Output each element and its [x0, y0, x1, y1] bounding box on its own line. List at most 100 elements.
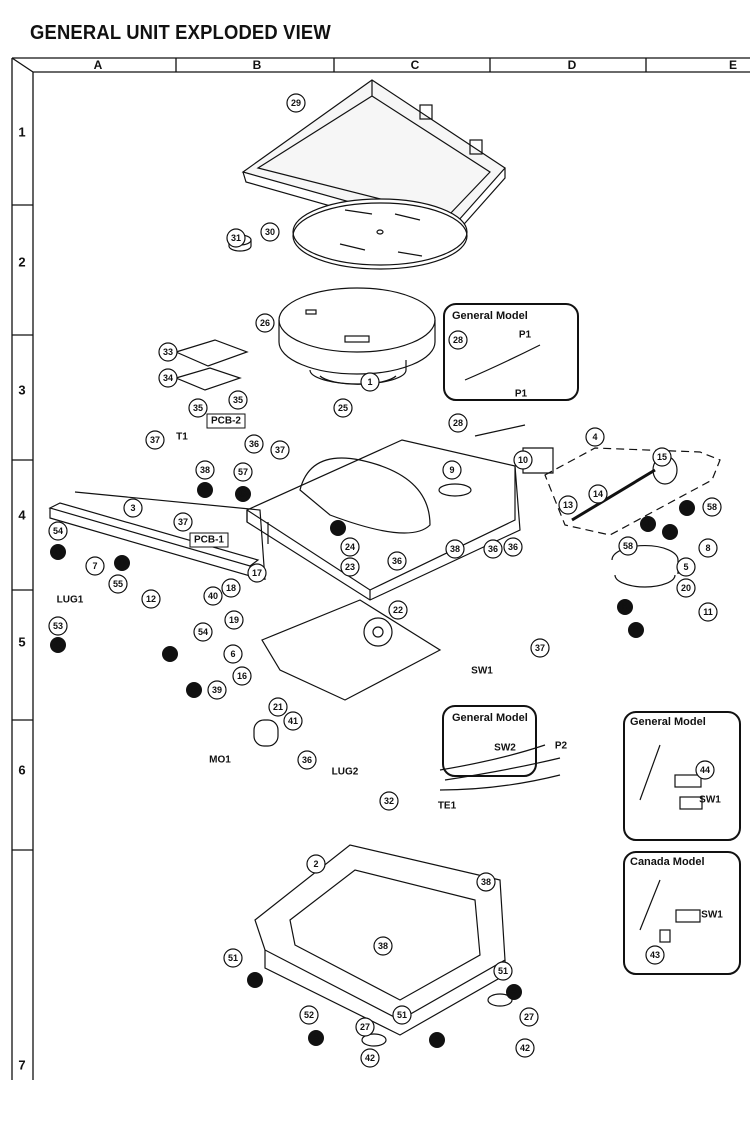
callout-circle	[299, 1005, 319, 1025]
callout-number: 37	[178, 517, 188, 527]
callout-number: 38	[450, 544, 460, 554]
tonearm-dashed-outline	[544, 447, 721, 536]
reference-marker	[628, 622, 644, 638]
callout-number: 51	[498, 966, 508, 976]
callout-circle	[193, 622, 213, 642]
chassis	[246, 439, 521, 601]
callout-circle	[244, 434, 264, 454]
callout-number: 42	[520, 1043, 530, 1053]
row-label: 6	[18, 763, 25, 778]
callout-circle	[286, 93, 306, 113]
callout-number: 36	[488, 544, 498, 554]
callout-circle	[145, 430, 165, 450]
callout-number: 36	[508, 542, 518, 552]
inset-title: General Model	[452, 310, 528, 322]
callout-circle	[173, 512, 193, 532]
column-label: B	[253, 58, 262, 72]
callout-circle	[283, 711, 303, 731]
callout-number: 52	[304, 1010, 314, 1020]
callout-number: 26	[260, 318, 270, 328]
callout-circle	[698, 602, 718, 622]
pcb-label-box	[206, 413, 246, 429]
callout-circle	[195, 460, 215, 480]
callout-circle	[445, 539, 465, 559]
part-label: LUG1	[57, 595, 84, 606]
callout-circle	[355, 1017, 375, 1037]
platter-mat	[292, 198, 468, 266]
callout-number: 58	[623, 541, 633, 551]
part-label: P1	[515, 389, 528, 400]
callout-number: 17	[252, 568, 262, 578]
callout-circle	[297, 750, 317, 770]
grid-frame	[11, 57, 750, 1080]
callout-number: 28	[453, 418, 463, 428]
reference-letter: I	[669, 527, 672, 538]
callout-circle	[618, 536, 638, 556]
reference-marker	[662, 524, 678, 540]
callout-circle	[379, 791, 399, 811]
part-label: TE1	[438, 801, 457, 812]
reference-letter: F	[202, 485, 208, 496]
callout-circle	[652, 447, 672, 467]
callout-number: 5	[683, 562, 688, 572]
inset-canada-model-sw1	[623, 851, 741, 975]
callout-number: 24	[345, 542, 355, 552]
reference-marker	[617, 599, 633, 615]
callout-circle	[233, 462, 253, 482]
part-label: LUG2	[332, 767, 359, 778]
reference-letter: C	[166, 649, 173, 660]
callout-circle	[698, 538, 718, 558]
callout-circle	[223, 948, 243, 968]
reference-letter: A	[433, 1035, 440, 1046]
callout-number: 15	[657, 452, 667, 462]
column-label: D	[568, 58, 577, 72]
reference-marker	[197, 482, 213, 498]
reference-marker	[114, 555, 130, 571]
reference-marker	[235, 486, 251, 502]
callout-circle	[360, 1048, 380, 1068]
row-label: 4	[18, 508, 26, 523]
part-label: P2	[555, 741, 568, 752]
callout-number: 36	[249, 439, 259, 449]
inset-title: General Model	[452, 712, 528, 724]
callout-circle	[158, 342, 178, 362]
callout-circle	[558, 495, 578, 515]
motor-board	[261, 599, 442, 701]
reference-letter: J	[684, 503, 690, 514]
callout-number: 36	[302, 755, 312, 765]
reference-letter: J	[645, 519, 651, 530]
callout-number: 7	[92, 561, 97, 571]
callout-circle	[48, 521, 68, 541]
callout-number: 23	[345, 562, 355, 572]
reference-letter: A	[312, 1033, 319, 1044]
callout-number: 4	[592, 432, 597, 442]
column-label: C	[411, 58, 420, 72]
reference-letter: H	[632, 625, 639, 636]
reference-marker	[247, 972, 263, 988]
callout-circle	[695, 760, 715, 780]
callout-circle	[503, 537, 523, 557]
callout-number: 9	[449, 465, 454, 475]
callout-circle	[483, 539, 503, 559]
callout-number: 13	[563, 500, 573, 510]
callout-circle	[519, 1007, 539, 1027]
callout-number: 54	[198, 627, 208, 637]
callout-circle	[588, 484, 608, 504]
reference-letter: E	[335, 523, 342, 534]
callout-number: 43	[650, 950, 660, 960]
callout-number: 37	[150, 435, 160, 445]
callout-circle	[360, 372, 380, 392]
callout-number: 22	[393, 605, 403, 615]
reference-marker	[50, 637, 66, 653]
callout-circle	[203, 586, 223, 606]
callout-number: 35	[193, 403, 203, 413]
callout-circle	[232, 666, 252, 686]
callout-number: 25	[338, 403, 348, 413]
callout-circle	[223, 644, 243, 664]
callout-circle	[442, 460, 462, 480]
row-label: 3	[18, 383, 25, 398]
row-label: 5	[18, 635, 25, 650]
row-label: 2	[18, 255, 25, 270]
callout-circle	[270, 440, 290, 460]
